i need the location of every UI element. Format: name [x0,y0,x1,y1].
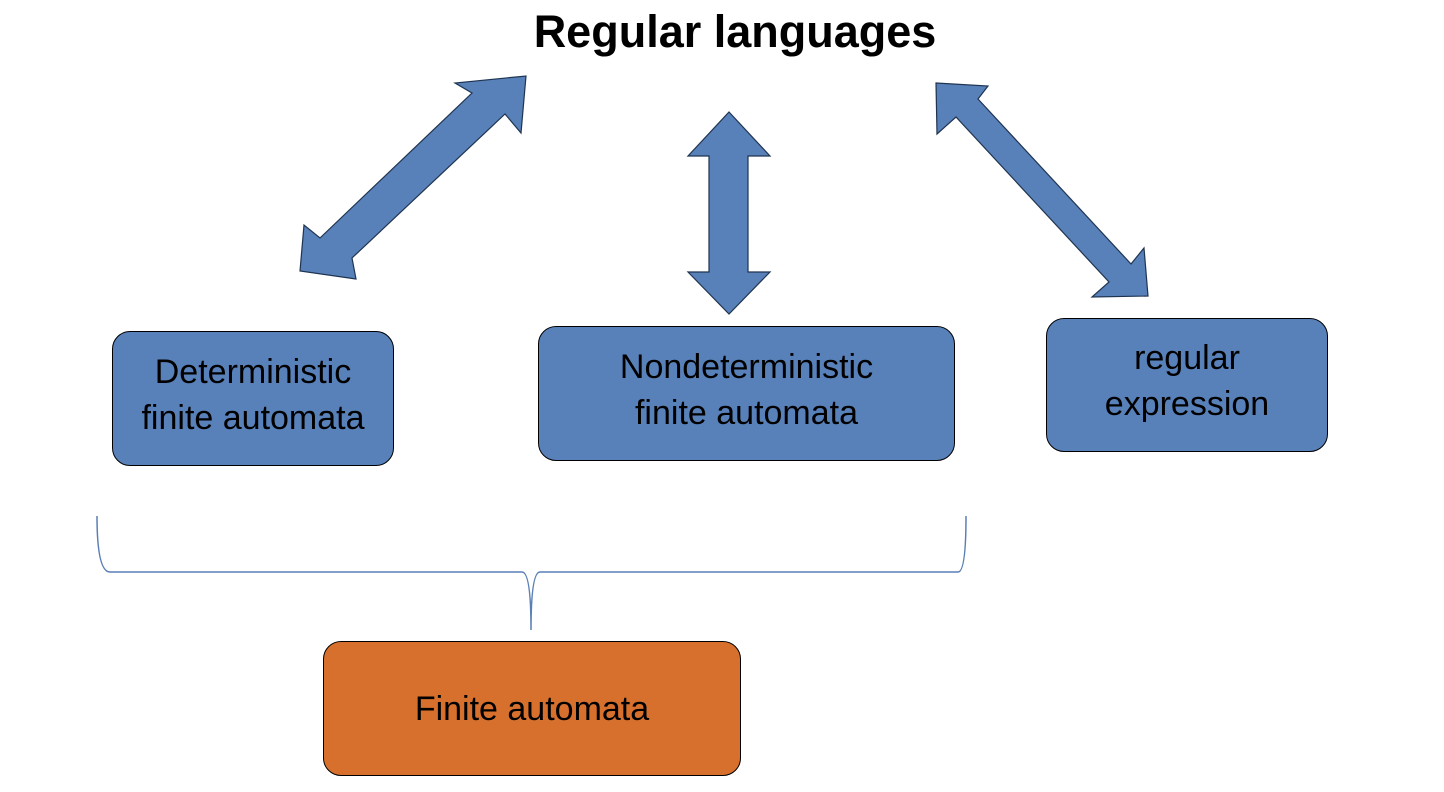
node-label-line: expression [1104,385,1270,423]
node-label-line: Deterministic [154,352,352,391]
node-label-line: finite automata [141,398,365,437]
diagram-title: Regular languages [533,6,937,57]
arrow-dfa-regular-languages [299,75,527,280]
node-deterministic-finite-automata: Deterministic finite automata [112,331,394,466]
brace-finite-automata-group [96,515,967,631]
node-label-line: finite automata [634,393,859,432]
arrow-regex-regular-languages [935,82,1149,298]
node-nondeterministic-finite-automata: Nondeterministic finite automata [538,326,955,461]
arrow-nfa-regular-languages [686,111,772,315]
node-label-line: Nondeterministic [619,347,874,386]
node-finite-automata: Finite automata [323,641,741,776]
node-regular-expression: regular expression [1046,318,1328,452]
node-label: Finite automata [414,689,650,728]
node-label-line: regular [1134,339,1240,377]
